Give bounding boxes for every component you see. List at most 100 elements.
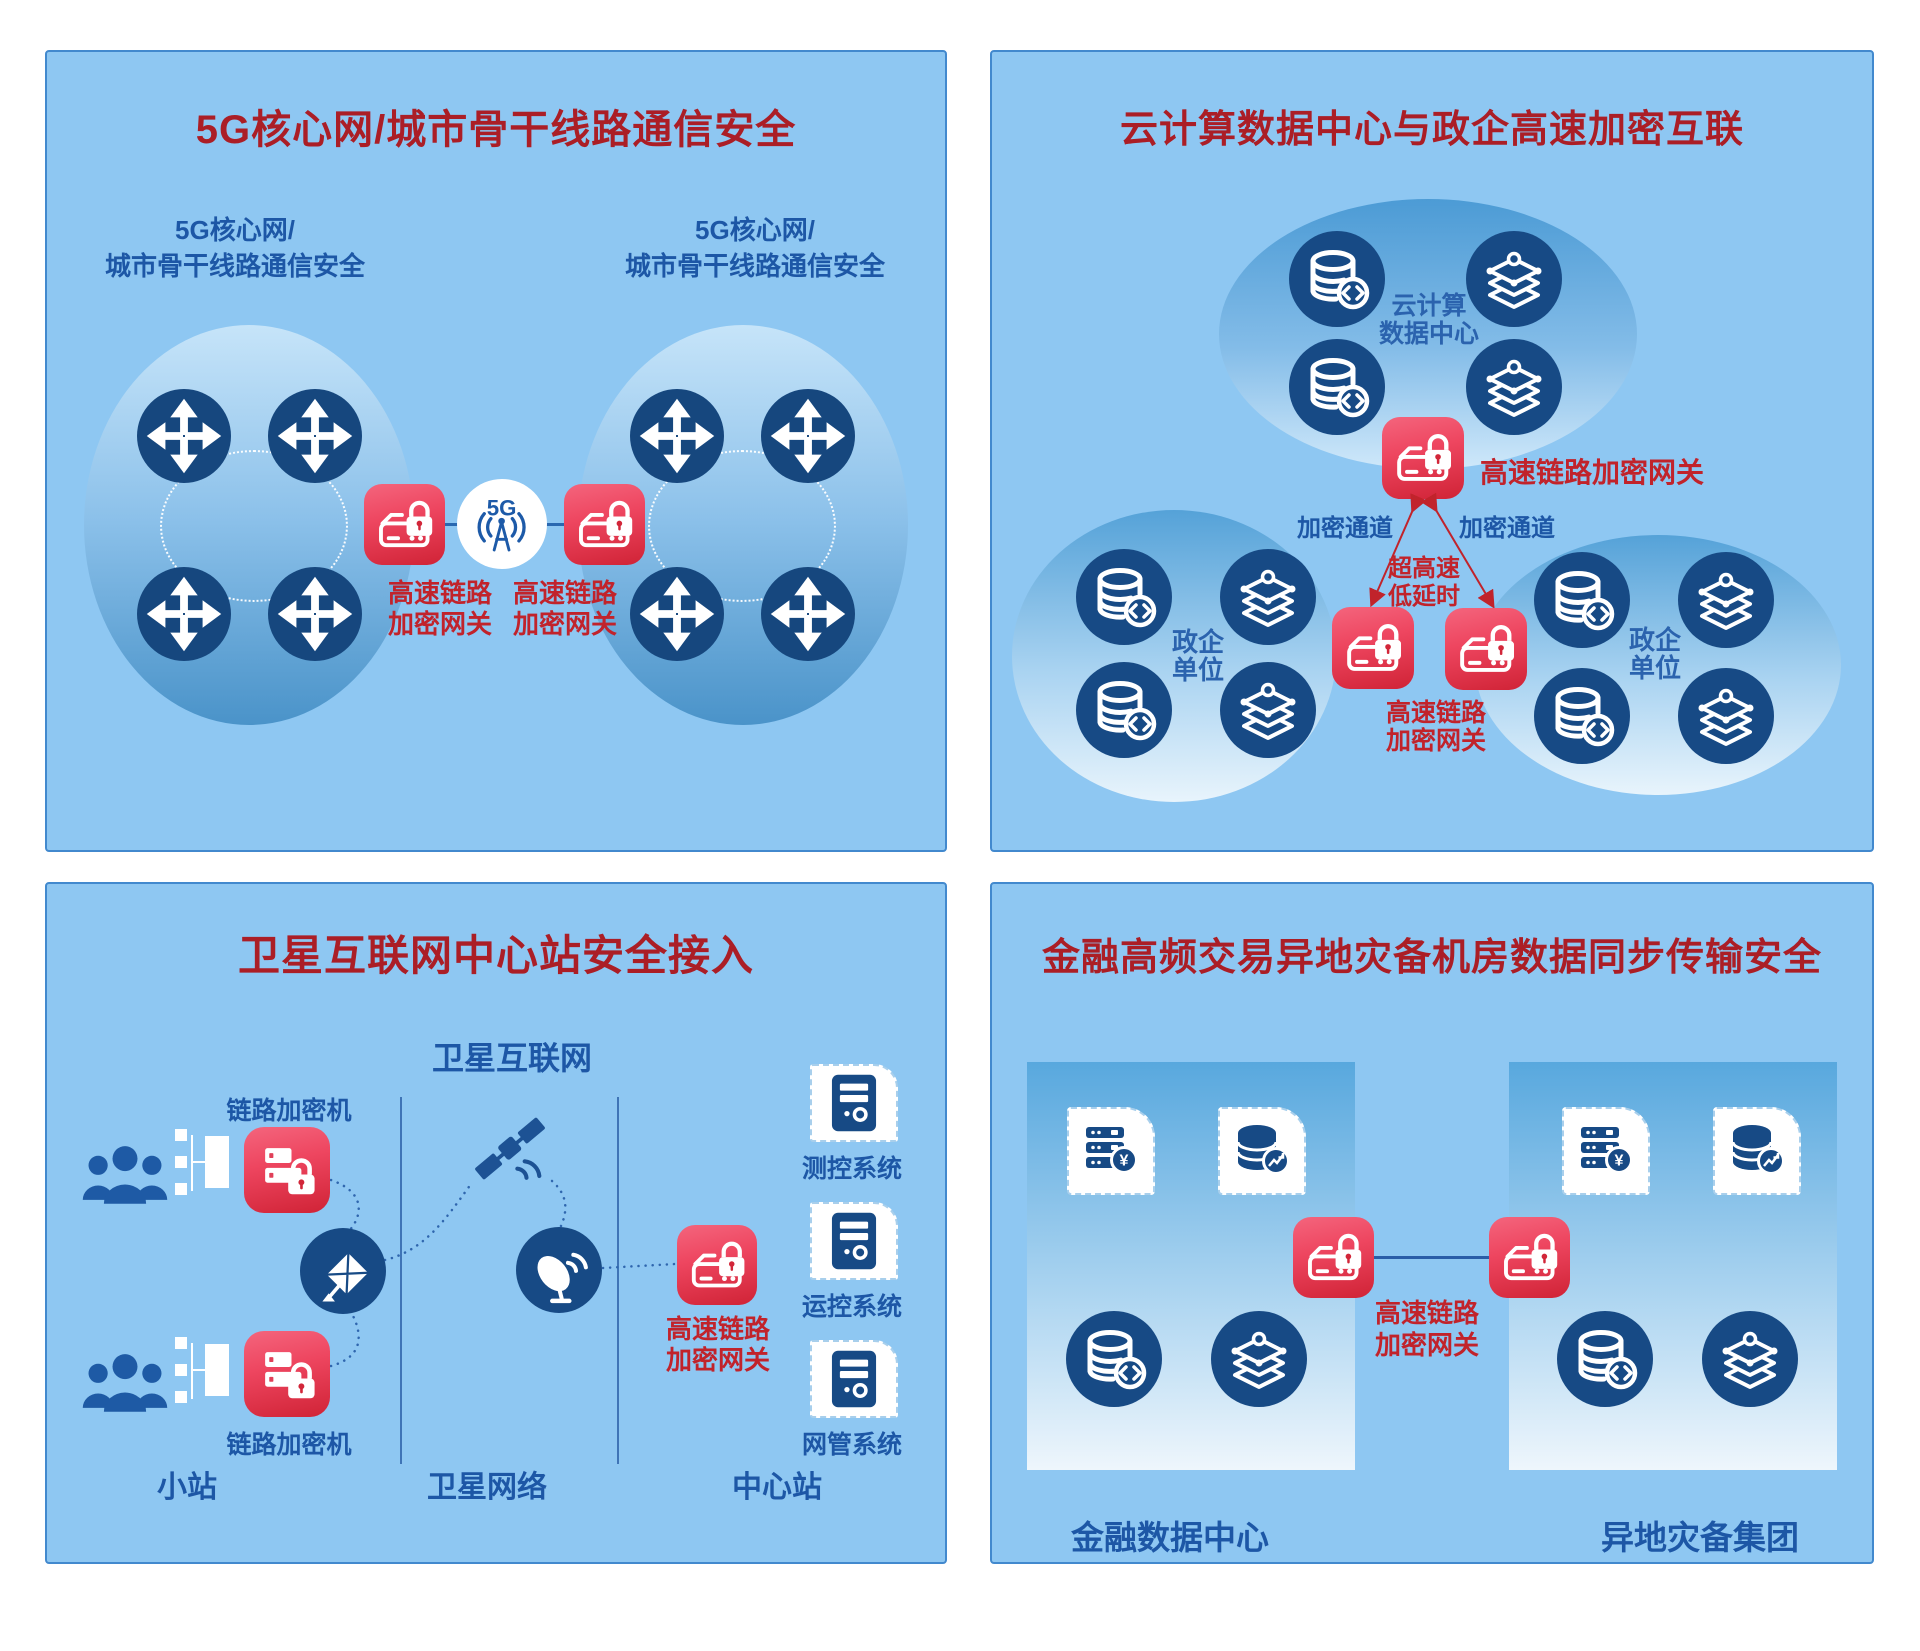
encrypt-gateway-icon xyxy=(677,1225,757,1305)
rack-port xyxy=(175,1391,187,1403)
encrypt-gateway-icon xyxy=(1332,607,1414,689)
finance-server-icon: ¥ xyxy=(1562,1107,1650,1195)
panel-5g-backbone: 5G核心网/城市骨干线路通信安全 5G核心网/ 城市骨干线路通信安全 5G核心网… xyxy=(45,50,947,852)
yen-badge-text: ¥ xyxy=(1120,1153,1129,1170)
gateway-inline-label: 高速链路加密网关 xyxy=(1480,457,1705,488)
encrypt-gateway-icon xyxy=(1489,1217,1570,1298)
gateway-lock-glyph xyxy=(1448,611,1523,686)
gov-label: 政企 单位 xyxy=(1605,626,1705,682)
channel-label: 加密通道 xyxy=(1459,515,1555,542)
gateway-lock-glyph xyxy=(680,1228,754,1302)
zone-label: 中心站 xyxy=(732,1471,822,1504)
router-icon xyxy=(137,389,231,483)
gateway-label-line2: 加密网关 xyxy=(387,609,492,639)
zone-label: 小站 xyxy=(157,1471,217,1504)
cloud-label-line2: 数据中心 xyxy=(1378,320,1479,348)
panel-satellite-access: 卫星互联网中心站安全接入 卫星互联网 链路加密机 xyxy=(45,882,947,1564)
system-label: 测控系统 xyxy=(801,1155,902,1183)
hub-5g-text: 5G xyxy=(487,496,517,521)
panel-cloud-interconnect: 云计算数据中心与政企高速加密互联 云计算 数据中心 高速链路加密网关 加密通道 … xyxy=(990,50,1874,852)
layers-icon xyxy=(1211,1311,1307,1407)
encrypt-gateway-icon xyxy=(1293,1217,1374,1298)
dish-icon xyxy=(300,1228,386,1314)
gateway-label: 高速链路 加密网关 xyxy=(350,578,530,640)
terminal-rack xyxy=(175,1337,235,1403)
gateway-lock-glyph xyxy=(567,487,642,562)
cloud-label: 云计算 数据中心 xyxy=(1329,292,1529,348)
rack-port xyxy=(175,1337,187,1349)
gateway-lock-glyph xyxy=(367,487,442,562)
router-icon xyxy=(761,567,855,661)
system-label: 网管系统 xyxy=(801,1431,902,1459)
gateway-lock-glyph xyxy=(1385,420,1460,495)
server-tower-icon xyxy=(829,1211,879,1271)
connector-line xyxy=(1372,1256,1492,1259)
server-tower-icon xyxy=(829,1349,879,1409)
encrypt-gateway-icon xyxy=(1382,417,1464,499)
gateway-label-line1: 高速链路 xyxy=(387,578,492,608)
encryptor-lock-glyph xyxy=(247,1130,326,1209)
gov-label-line1: 政企 xyxy=(1171,627,1224,657)
gateway-label: 高速链路 加密网关 xyxy=(618,1314,818,1376)
system-label: 运控系统 xyxy=(801,1293,902,1321)
layers-icon xyxy=(1466,339,1562,435)
speed-line2: 低延时 xyxy=(1388,583,1460,610)
speed-line1: 超高速 xyxy=(1388,555,1460,582)
site-label: 金融数据中心 xyxy=(1071,1519,1269,1556)
database-icon xyxy=(1534,668,1630,764)
server-tower-icon xyxy=(829,1073,879,1133)
cluster-label-line1: 5G核心网/ xyxy=(695,215,815,245)
gateway-label-line2: 加密网关 xyxy=(665,1345,770,1375)
page-title: 云计算数据中心与政企高速加密互联 xyxy=(1119,109,1744,151)
satellite-icon xyxy=(463,1110,557,1198)
database-icon xyxy=(1289,339,1385,435)
ring-topology xyxy=(648,450,836,602)
gateway-label: 高速链路 加密网关 xyxy=(1327,1297,1527,1361)
database-icon xyxy=(1066,1311,1162,1407)
router-icon xyxy=(761,389,855,483)
rack-bus xyxy=(191,1343,193,1399)
page-title: 5G核心网/城市骨干线路通信安全 xyxy=(195,108,797,152)
gateway-label-line2: 加密网关 xyxy=(512,609,617,639)
layers-icon xyxy=(1678,668,1774,764)
database-chart-icon xyxy=(1218,1107,1306,1195)
gov-cluster-ellipse xyxy=(1475,535,1841,795)
rack-port xyxy=(175,1129,187,1141)
rack-port xyxy=(175,1183,187,1195)
antenna-5g-icon: 5G xyxy=(457,479,547,569)
gateway-label-line2: 加密网关 xyxy=(1374,1330,1479,1360)
gateway-label-line1: 高速链路 xyxy=(665,1314,770,1344)
database-chart-icon xyxy=(1713,1107,1801,1195)
encrypt-gateway-icon xyxy=(564,484,645,565)
router-icon xyxy=(137,567,231,661)
encryptor-lock-glyph xyxy=(247,1334,326,1413)
database-icon xyxy=(1557,1311,1653,1407)
encryptor-label: 链路加密机 xyxy=(226,1097,352,1125)
layers-icon xyxy=(1702,1311,1798,1407)
gateway-label-line1: 高速链路 xyxy=(1374,1298,1479,1328)
cluster-label-line1: 5G核心网/ xyxy=(175,215,295,245)
satellite-net-subtitle: 卫星互联网 xyxy=(431,1040,592,1076)
panel-finance-sync: 金融高频交易异地灾备机房数据同步传输安全 ¥ ¥ xyxy=(990,882,1874,1564)
gateway-lock-glyph xyxy=(1335,610,1410,685)
rack-panel xyxy=(205,1136,229,1188)
gov-label: 政企 单位 xyxy=(1148,628,1248,684)
rack-port xyxy=(175,1364,187,1376)
gateway-label-line1: 高速链路 xyxy=(1385,699,1486,727)
link-encryptor-icon xyxy=(244,1127,330,1213)
gateway-label-line1: 高速链路 xyxy=(512,578,617,608)
terminal-rack xyxy=(175,1129,235,1195)
zone-label: 卫星网络 xyxy=(427,1471,547,1504)
rack-port xyxy=(175,1156,187,1168)
encryptor-label: 链路加密机 xyxy=(226,1431,352,1459)
gateway-lock-glyph xyxy=(1492,1220,1567,1295)
link-encryptor-icon xyxy=(244,1331,330,1417)
cluster-label: 5G核心网/ 城市骨干线路通信安全 xyxy=(605,212,905,284)
zone-divider xyxy=(617,1097,619,1464)
system-server-box xyxy=(810,1064,898,1142)
yen-badge-text: ¥ xyxy=(1615,1153,1624,1170)
system-server-box xyxy=(810,1202,898,1280)
gov-label-line2: 单位 xyxy=(1628,653,1681,683)
cloud-label-line1: 云计算 xyxy=(1391,292,1467,320)
cluster-label-line2: 城市骨干线路通信安全 xyxy=(624,251,885,281)
